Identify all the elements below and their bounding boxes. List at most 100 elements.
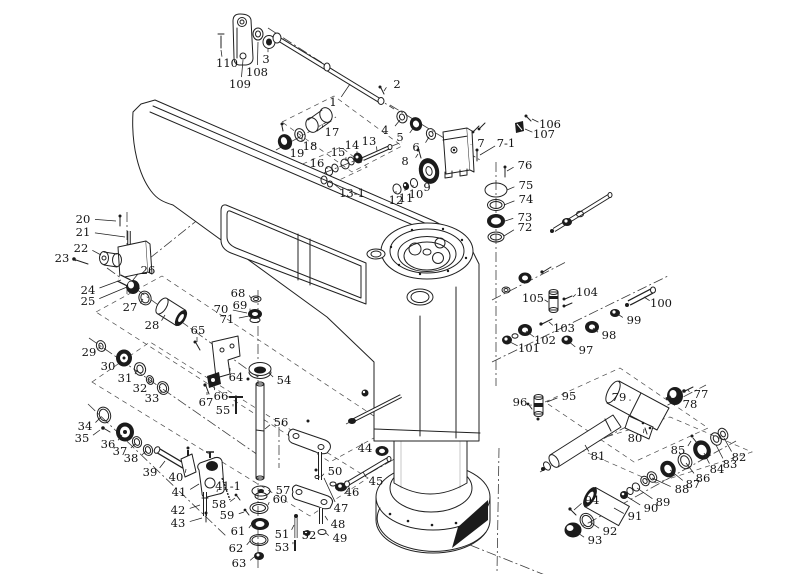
- bearing-row-group: [620, 427, 729, 499]
- leader-line-40: [185, 468, 187, 473]
- leader-line-106: [531, 118, 539, 123]
- part-label-32: 32: [133, 381, 148, 395]
- leader-line-45: [362, 471, 367, 478]
- leader-line-93: [574, 530, 585, 538]
- part-label-71: 71: [220, 312, 235, 326]
- leader-lines: [73, 41, 732, 561]
- leader-line-34: [95, 416, 102, 423]
- washer-row-upper: [95, 340, 170, 395]
- leader-line-59: [238, 511, 245, 515]
- part-label-90: 90: [644, 501, 659, 515]
- sleeve-group: [564, 486, 630, 538]
- leader-line-35: [92, 429, 101, 436]
- part-label-24: 24: [81, 283, 96, 297]
- leader-line-103: [548, 321, 554, 326]
- pivot-rod: [272, 32, 385, 105]
- part-label-31: 31: [118, 371, 133, 385]
- part-label-59: 59: [220, 508, 235, 522]
- part-label-109: 109: [229, 77, 251, 91]
- leader-line-89: [636, 487, 653, 499]
- part-label-45: 45: [369, 474, 384, 488]
- part-label-75: 75: [519, 178, 534, 192]
- leader-line-90: [625, 495, 641, 506]
- part-label-3: 3: [262, 52, 269, 66]
- leader-line-100: [643, 296, 650, 301]
- part-label-70: 70: [214, 302, 229, 316]
- elevating-screw-group: [229, 295, 272, 560]
- part-label-2: 2: [393, 77, 400, 91]
- leader-line-102: [525, 330, 535, 338]
- clamp-link-group: [288, 419, 347, 551]
- leader-line-36: [117, 434, 123, 441]
- part-label-66: 66: [214, 389, 229, 403]
- part-label-84: 84: [710, 462, 725, 476]
- part-label-13: 13: [362, 134, 377, 148]
- leader-line-13-1: [333, 183, 342, 191]
- part-label-102: 102: [534, 333, 556, 347]
- leader-line-25: [99, 286, 128, 299]
- part-label-72: 72: [518, 220, 533, 234]
- leader-line-13: [376, 146, 378, 152]
- part-label-105: 105: [522, 291, 544, 305]
- leader-line-21: [94, 232, 126, 238]
- leader-line-75: [506, 186, 515, 191]
- leader-line-82: [723, 437, 732, 452]
- part-label-40: 40: [169, 470, 184, 484]
- part-label-73: 73: [518, 210, 533, 224]
- leader-line-47: [323, 477, 336, 503]
- part-label-78: 78: [683, 397, 698, 411]
- leader-line-63: [249, 556, 255, 561]
- part-label-87: 87: [686, 477, 701, 491]
- leader-line-95: [546, 397, 558, 403]
- part-label-6: 6: [412, 140, 419, 154]
- leader-line-4: [394, 119, 401, 127]
- part-label-104: 104: [576, 285, 598, 299]
- leader-line-81: [584, 444, 590, 452]
- part-label-51: 51: [275, 527, 290, 541]
- part-label-94: 94: [585, 493, 600, 507]
- leader-line-22: [92, 249, 102, 256]
- part-label-28: 28: [145, 318, 160, 332]
- leader-line-97: [567, 340, 576, 348]
- leader-line-54: [268, 372, 274, 378]
- right-hardware-group: [501, 192, 656, 421]
- leader-line-105: [544, 299, 549, 303]
- leader-line-17: [321, 123, 323, 128]
- leader-line-5: [409, 126, 415, 134]
- arm-body: [132, 99, 481, 442]
- part-label-44: 44: [358, 441, 373, 455]
- pivot-bracket-group: [217, 13, 276, 66]
- part-label-18: 18: [303, 139, 318, 153]
- part-label-81: 81: [591, 449, 606, 463]
- part-label-7: 7: [477, 136, 484, 150]
- part-label-17: 17: [325, 125, 340, 139]
- part-label-16: 16: [310, 156, 325, 170]
- leader-line-48: [324, 515, 329, 521]
- shaft-row-group: [320, 144, 393, 188]
- leader-line-104: [572, 294, 576, 298]
- part-label-7-1: 7-1: [497, 136, 516, 150]
- part-label-35: 35: [75, 431, 90, 445]
- leader-line-50: [320, 473, 325, 478]
- leader-line-76: [506, 166, 514, 172]
- gearbox-group: [392, 110, 486, 195]
- part-label-60: 60: [273, 492, 288, 506]
- leader-line-94: [573, 503, 582, 511]
- part-label-26: 26: [141, 263, 156, 277]
- part-label-80: 80: [628, 431, 643, 445]
- leader-line-73: [504, 218, 514, 222]
- part-label-13-1: 13-1: [339, 186, 365, 200]
- part-label-83: 83: [723, 457, 738, 471]
- leader-line-6: [425, 136, 430, 143]
- leader-line-38: [141, 450, 147, 456]
- part-label-10: 10: [409, 187, 424, 201]
- part-label-46: 46: [345, 485, 360, 499]
- leader-line-19: [287, 143, 289, 149]
- part-label-108: 108: [246, 65, 268, 79]
- part-label-53: 53: [275, 540, 290, 554]
- part-label-99: 99: [627, 313, 642, 327]
- part-label-68: 68: [231, 286, 246, 300]
